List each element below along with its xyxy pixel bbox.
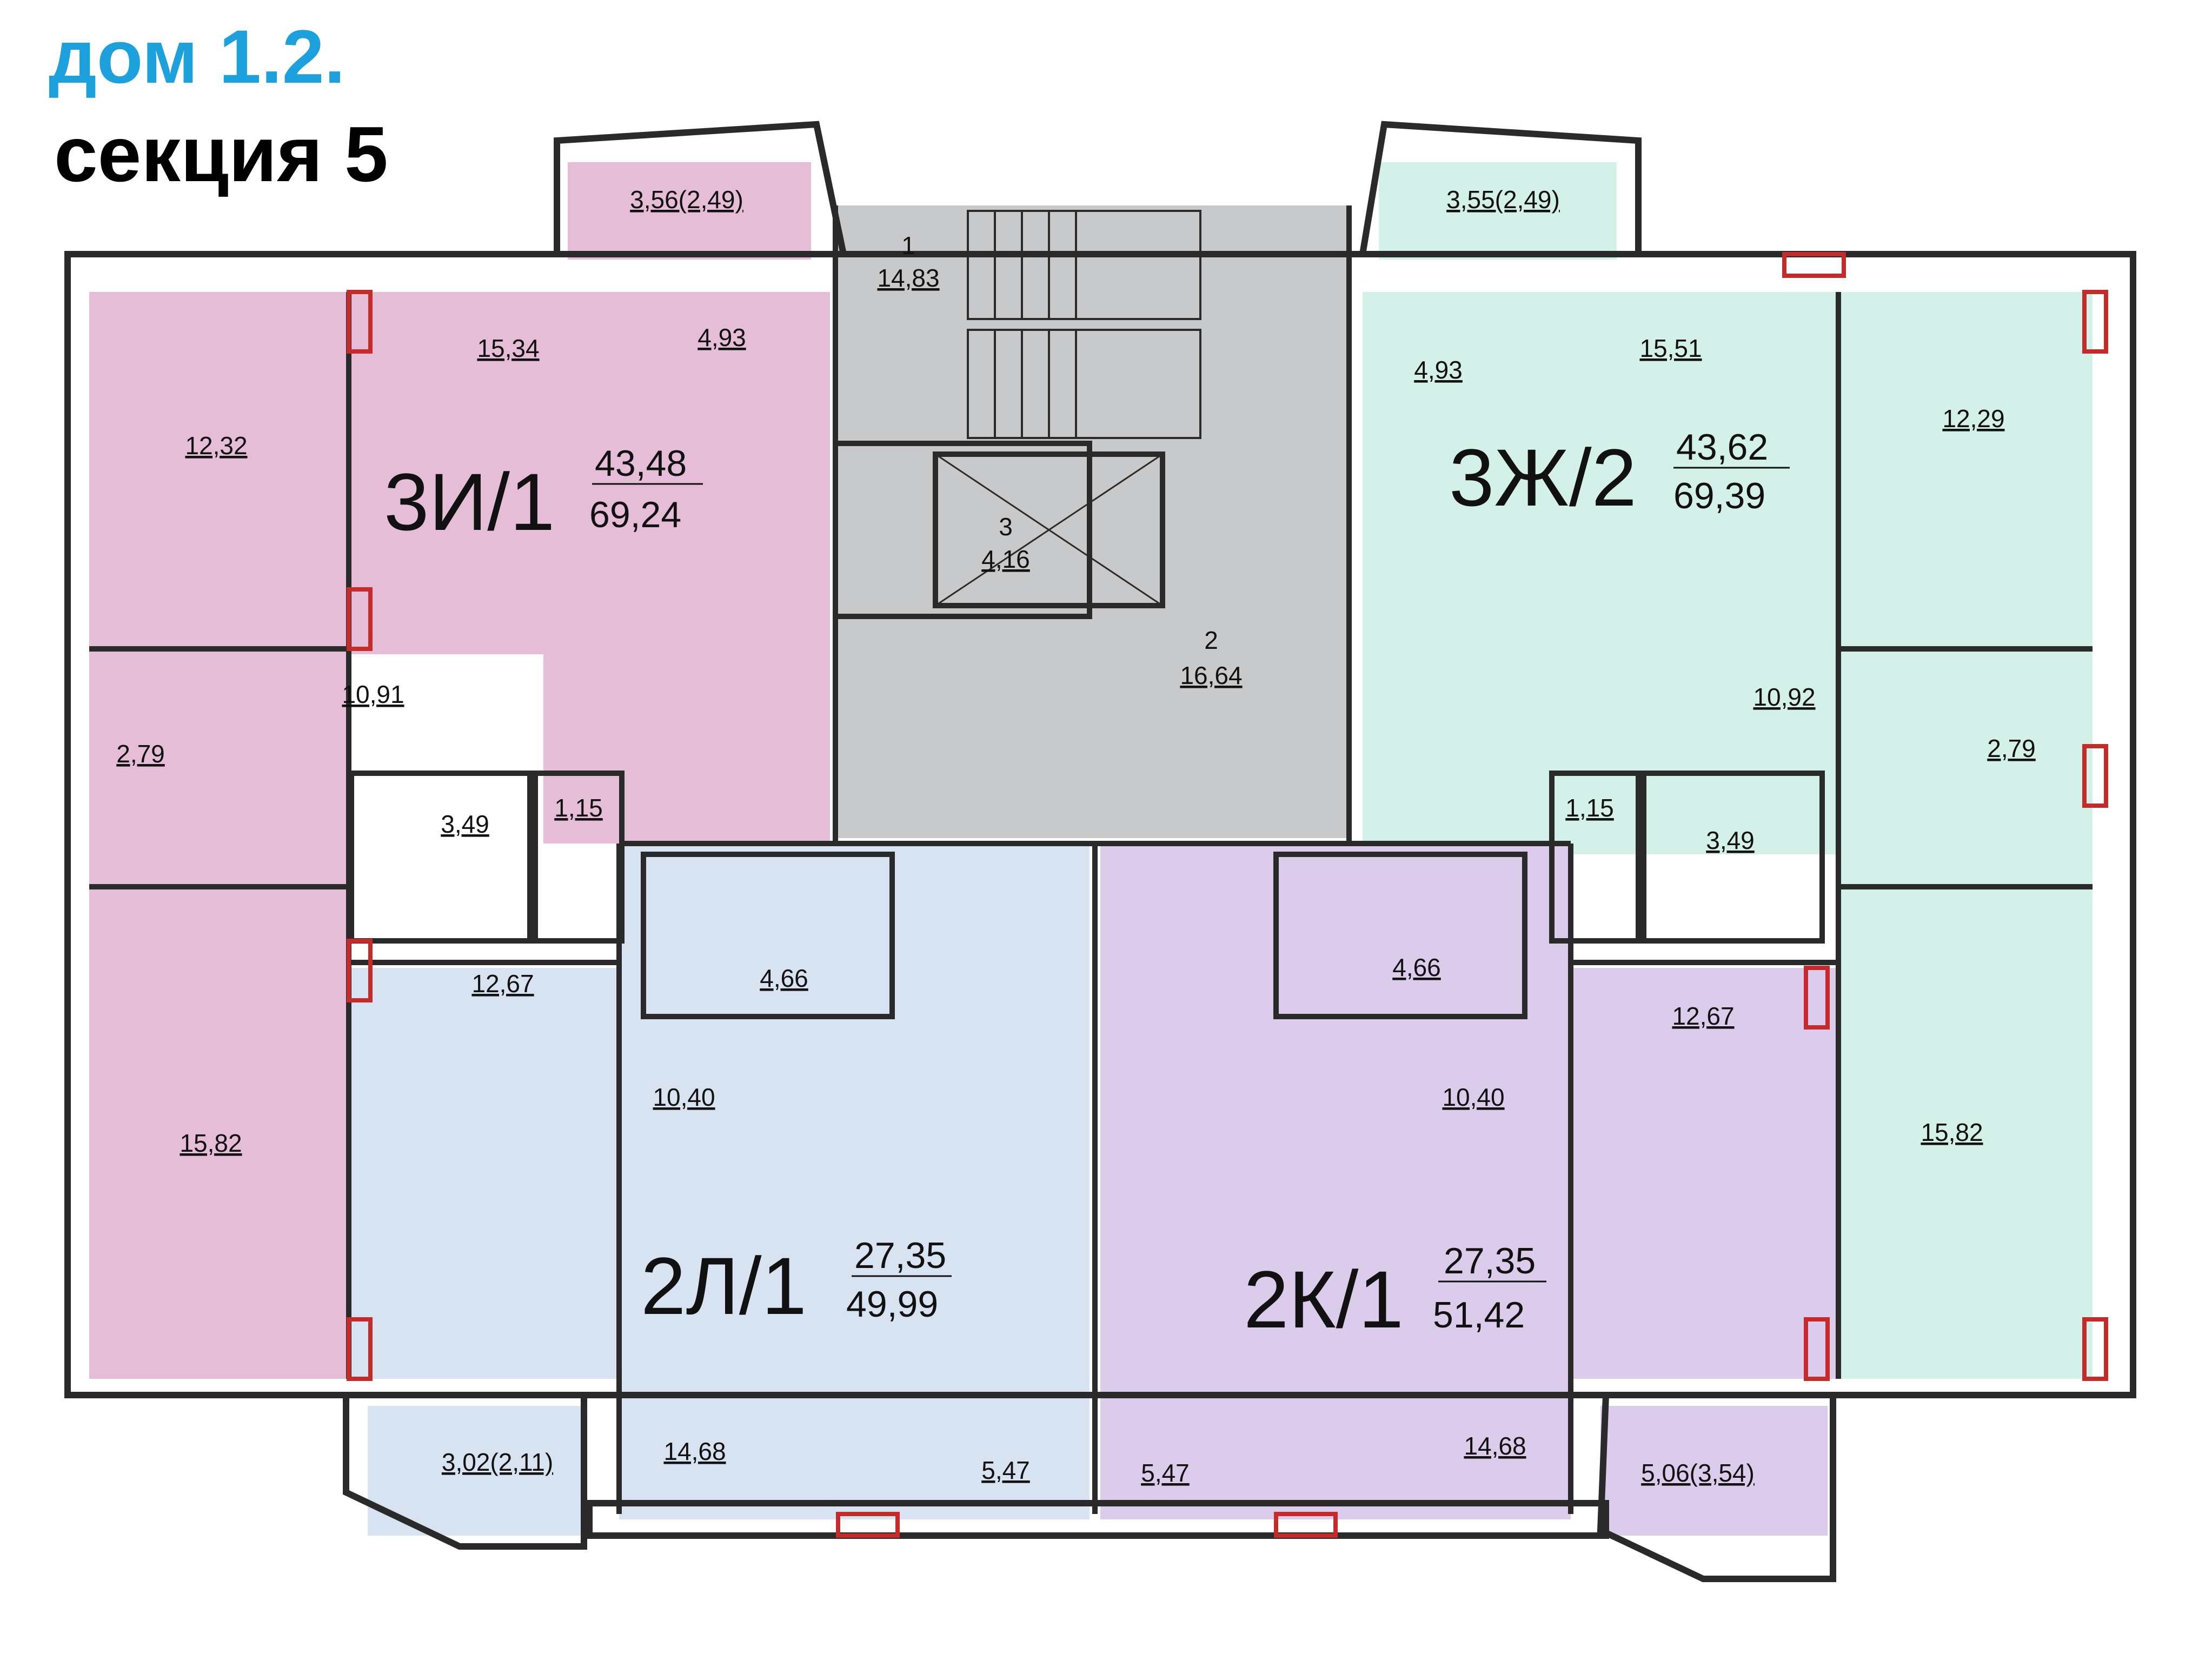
a1-balcony-area: 3,56(2,49) — [630, 185, 743, 214]
a2-room-big-area: 15,51 — [1639, 334, 1702, 362]
apartment-3i1-total: 69,24 — [589, 494, 681, 535]
interior-walls — [89, 205, 2093, 1514]
a1-room-big-area: 15,34 — [477, 334, 539, 362]
a2-balcony-area: 3,55(2,49) — [1446, 185, 1560, 214]
outer-walls — [64, 121, 2136, 1582]
a2-hall-area: 10,92 — [1753, 683, 1815, 711]
a4-balcony-area: 5,06(3,54) — [1641, 1459, 1755, 1487]
apartment-2l1-rooms: 12,67 4,66 10,40 14,68 5,47 3,02(2,11) — [442, 964, 1030, 1484]
a1-kitchen-area: 4,93 — [698, 323, 746, 351]
apartment-2k1-rooms: 4,66 10,40 12,67 14,68 5,47 5,06(3,54) — [1141, 953, 1755, 1487]
a2-wc-area: 1,15 — [1565, 794, 1614, 822]
apartment-3zh2-rooms: 3,55(2,49) 4,93 15,51 12,29 10,92 2,79 1… — [1414, 185, 2036, 1146]
apartment-3zh2-total: 69,39 — [1673, 475, 1765, 516]
apartment-3i1-rooms: 3,56(2,49) 4,93 15,34 12,32 10,91 2,79 3… — [116, 185, 746, 1157]
a4-bath-area: 4,66 — [1392, 953, 1441, 981]
a3-bath-area: 4,66 — [760, 964, 808, 992]
a1-room-bottom-area: 15,82 — [180, 1129, 242, 1157]
section-title: секция 5 — [54, 110, 388, 198]
a4-kitchen-area: 5,47 — [1141, 1459, 1190, 1487]
apartment-3zh2-code: 3Ж/2 — [1449, 432, 1637, 523]
hall-area: 16,64 — [1180, 661, 1242, 689]
a1-hall-area: 10,91 — [342, 680, 404, 708]
hall-label: 2 16,64 — [1180, 626, 1242, 689]
a3-hall-area: 10,40 — [653, 1083, 715, 1111]
a4-living-area: 14,68 — [1464, 1432, 1526, 1460]
stair-area: 14,83 — [877, 264, 939, 292]
a3-kitchen-area: 5,47 — [981, 1456, 1030, 1484]
lift-area: 4,16 — [981, 545, 1030, 573]
windows — [347, 252, 2108, 1538]
apartment-2l1-code: 2Л/1 — [641, 1240, 807, 1331]
a3-balcony-area: 3,02(2,11) — [442, 1448, 553, 1476]
a1-room-left-area: 12,32 — [185, 431, 247, 460]
house-title: дом 1.2. — [49, 14, 346, 99]
a4-hall-area: 10,40 — [1442, 1083, 1504, 1111]
a1-wc-area: 1,15 — [554, 794, 603, 822]
a2-closet-area: 2,79 — [1987, 734, 2036, 762]
apartment-3zh2-area — [1363, 162, 2093, 1379]
a2-room-bottom-area: 15,82 — [1921, 1118, 1983, 1146]
a1-closet-area: 2,79 — [116, 740, 165, 768]
apartment-2k1-area — [1100, 844, 1841, 1536]
lift-label: 3 4,16 — [981, 513, 1030, 573]
lift-number: 3 — [999, 513, 1013, 541]
apartment-3i1-living: 43,48 — [595, 443, 687, 484]
apartment-2l1-total: 49,99 — [846, 1284, 938, 1325]
apartment-2k1-total: 51,42 — [1433, 1294, 1525, 1336]
a2-room-right-area: 12,29 — [1942, 404, 2004, 433]
stair-number: 1 — [901, 231, 915, 260]
apartment-2k1-living: 27,35 — [1444, 1240, 1536, 1281]
a3-room-area: 12,67 — [471, 970, 534, 998]
apartment-3i1-code: 3И/1 — [384, 456, 555, 547]
a2-bath-area: 3,49 — [1706, 826, 1755, 854]
a4-room-area: 12,67 — [1672, 1002, 1734, 1030]
apartment-2l1-area — [349, 844, 1090, 1536]
staircase — [967, 210, 1201, 439]
a3-living-area: 14,68 — [663, 1437, 726, 1465]
apartment-3i1-area — [89, 162, 830, 1379]
apartment-2l1-living: 27,35 — [854, 1235, 946, 1276]
apartment-2k1-code: 2К/1 — [1244, 1254, 1404, 1345]
stair-label: 1 14,83 — [877, 231, 939, 292]
apartment-3zh2-living: 43,62 — [1676, 427, 1768, 468]
a2-kitchen-area: 4,93 — [1414, 356, 1463, 384]
a1-bath-area: 3,49 — [441, 810, 489, 838]
hall-number: 2 — [1204, 626, 1218, 654]
